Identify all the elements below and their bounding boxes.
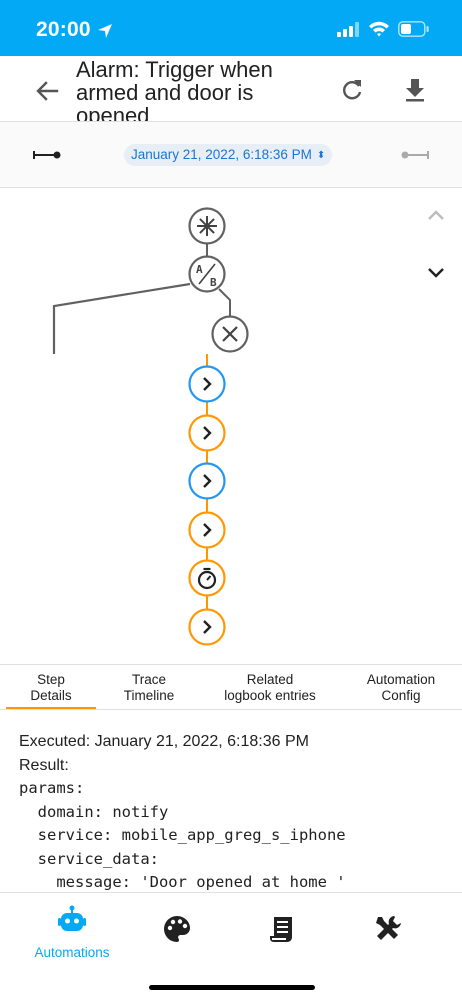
download-icon[interactable]: [401, 76, 429, 104]
next-trace-icon[interactable]: [398, 144, 430, 166]
nav-developer-tools[interactable]: [372, 905, 432, 955]
cellular-signal-icon: [337, 22, 359, 37]
location-arrow-icon: [98, 24, 112, 38]
ab-label-b: B: [210, 276, 217, 289]
tab-label: Step: [37, 672, 65, 687]
tab-label: logbook entries: [224, 688, 316, 703]
wifi-icon: [369, 21, 389, 37]
tab-label: Automation: [366, 672, 436, 687]
chevron-up-icon[interactable]: [424, 204, 448, 228]
nav-automations[interactable]: Automations: [22, 905, 122, 960]
ab-testing-icon: [198, 263, 216, 285]
trace-navigation: January 21, 2022, 6:18:36 PM ⬍: [0, 122, 462, 188]
page-title: Alarm: Trigger when armed and door is op…: [76, 57, 273, 122]
bottom-navigation: Automations: [0, 892, 462, 1000]
executed-text: Executed: January 21, 2022, 6:18:36 PM: [19, 733, 309, 750]
battery-icon: [398, 21, 429, 37]
chevron-up-down-icon: ⬍: [316, 150, 326, 161]
tab-step-details[interactable]: Step Details: [6, 665, 96, 709]
tab-label: Trace: [131, 672, 166, 687]
chevron-right-icon: [203, 523, 212, 537]
yaml-line: domain: notify: [19, 802, 169, 821]
status-time: 20:00: [36, 18, 91, 41]
nav-automations-label: Automations: [34, 945, 110, 960]
tab-label: Related: [246, 672, 294, 687]
ab-label-a: A: [196, 263, 203, 276]
refresh-icon[interactable]: [338, 76, 366, 104]
timer-icon: [197, 570, 217, 590]
graph-node: [188, 559, 226, 597]
close-icon: [222, 326, 238, 342]
tab-automation-config[interactable]: Automation Config: [346, 665, 456, 709]
step-details: Executed: January 21, 2022, 6:18:36 PM R…: [19, 730, 449, 895]
trace-tabs: Step Details Trace Timeline Related logb…: [0, 664, 462, 710]
nav-scripts[interactable]: [266, 905, 326, 955]
yaml-line: service: mobile_app_greg_s_iphone: [19, 826, 346, 844]
home-indicator: [149, 985, 315, 990]
tab-related-logbook[interactable]: Related logbook entries: [206, 665, 334, 709]
tab-label: Details: [30, 688, 72, 703]
nav-themes[interactable]: [161, 905, 221, 955]
chevron-right-icon: [203, 426, 212, 440]
tab-label: Config: [381, 688, 421, 703]
graph-node: [188, 608, 226, 646]
chevron-down-icon[interactable]: [424, 260, 448, 284]
app-header: Alarm: Trigger when armed and door is op…: [0, 56, 462, 122]
yaml-line: service_data:: [19, 849, 159, 868]
result-label: Result:: [19, 756, 69, 774]
graph-node: [188, 414, 226, 452]
previous-trace-icon[interactable]: [32, 144, 64, 166]
tab-label: Timeline: [123, 688, 175, 703]
trace-select-value: January 21, 2022, 6:18:36 PM: [131, 147, 312, 162]
robot-icon: [58, 905, 86, 931]
graph-node: [188, 511, 226, 549]
chevron-right-icon: [203, 474, 212, 488]
script-scroll-icon: [270, 917, 292, 942]
graph-connector: [52, 282, 191, 354]
tab-trace-timeline[interactable]: Trace Timeline: [104, 665, 194, 709]
back-arrow-icon[interactable]: [32, 76, 62, 106]
graph-connector: [218, 288, 231, 316]
graph-node: [188, 365, 226, 403]
chevron-right-icon: [203, 377, 212, 391]
chevron-right-icon: [203, 620, 212, 634]
trace-select[interactable]: January 21, 2022, 6:18:36 PM ⬍: [124, 144, 333, 166]
palette-icon: [164, 916, 190, 942]
status-bar: 20:00: [0, 0, 462, 56]
graph-node: [188, 462, 226, 500]
tools-icon: [376, 916, 401, 940]
yaml-line: params:: [19, 779, 85, 797]
trace-graph-canvas: AB: [52, 207, 249, 646]
yaml-line: message: 'Door opened at home ': [19, 873, 346, 891]
